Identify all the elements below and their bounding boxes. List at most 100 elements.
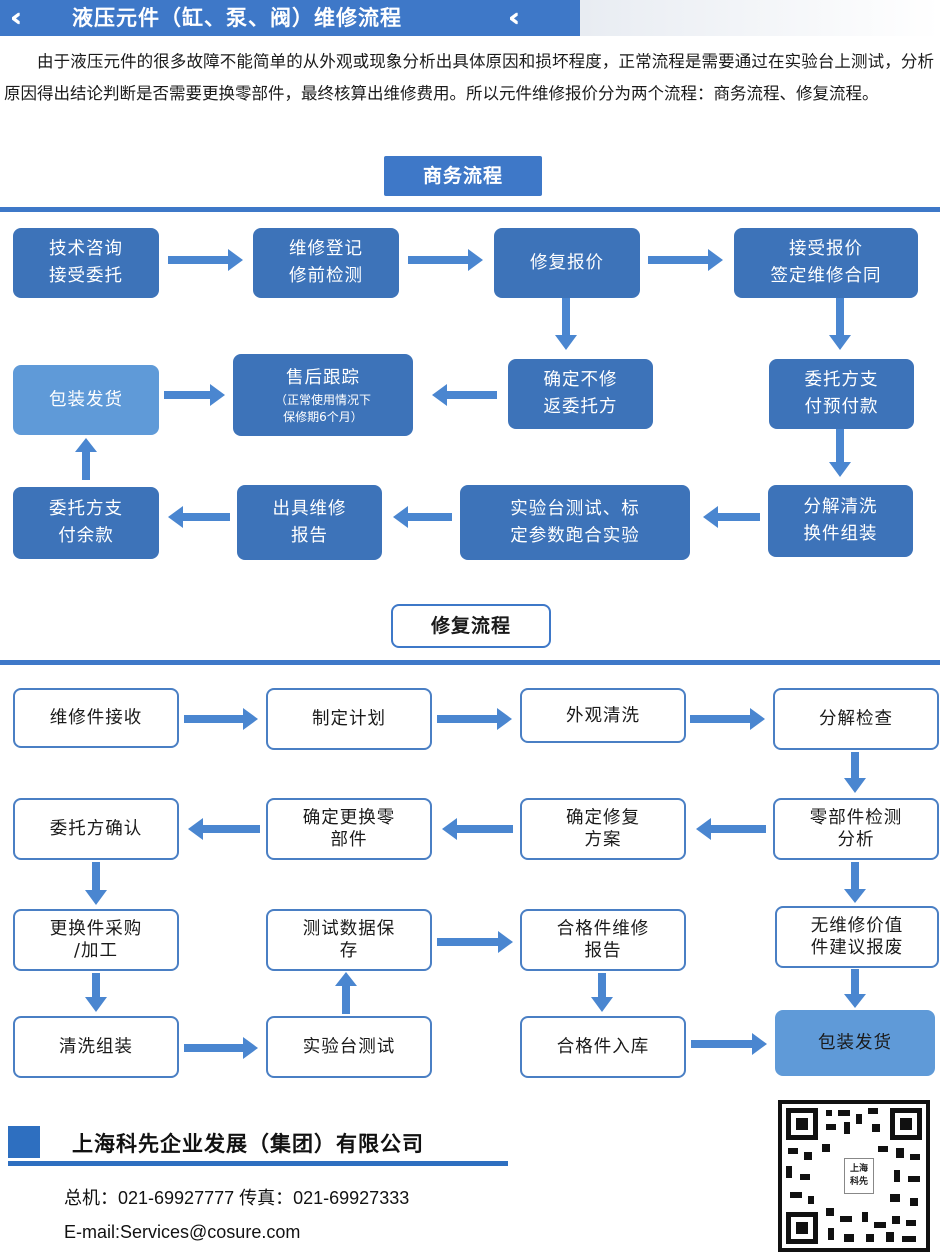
step-disassemble: 分解清洗 换件组装 <box>768 485 913 557</box>
arrow-left-icon <box>168 506 230 528</box>
repair-ship: 包装发货 <box>775 1010 935 1076</box>
repair-scheme: 确定修复 方案 <box>520 798 686 860</box>
arrow-right-icon <box>184 1037 258 1059</box>
step-after-sales: 售后跟踪 （正常使用情况下 保修期6个月） <box>233 354 413 436</box>
step-no-repair: 确定不修 返委托方 <box>508 359 653 429</box>
step-line: 件建议报废 <box>810 938 904 958</box>
step-quote: 修复报价 <box>494 228 640 298</box>
step-line: 分析 <box>837 830 875 850</box>
step-bench-test: 实验台测试、标 定参数跑合实验 <box>460 485 690 560</box>
repair-clean: 外观清洗 <box>520 688 686 743</box>
qr-logo-line: 上海 <box>849 1164 868 1174</box>
arrow-left-icon <box>188 818 260 840</box>
step-line: 付预付款 <box>804 397 879 417</box>
step-line: 确定更换零 <box>302 808 396 828</box>
contact-email[interactable]: E-mail:Services@cosure.com <box>64 1222 301 1242</box>
company-name: 上海科先企业发展（集团）有限公司 <box>72 1132 424 1156</box>
step-line: 修前检测 <box>289 266 363 286</box>
title-banner <box>0 0 580 36</box>
arrow-down-icon <box>829 429 851 477</box>
step-report: 出具维修 报告 <box>237 485 382 560</box>
arrow-down-icon <box>829 298 851 350</box>
step-prepay: 委托方支 付预付款 <box>769 359 914 429</box>
arrow-left-icon <box>703 506 760 528</box>
arrow-right-icon <box>691 1033 767 1055</box>
step-line: 实验台测试、标 <box>510 498 640 519</box>
repair-storage: 合格件入库 <box>520 1016 686 1078</box>
step-line: /加工 <box>74 941 118 961</box>
step-line: 零部件检测 <box>809 808 903 828</box>
arrow-right-icon <box>690 708 765 730</box>
arrow-right-icon <box>437 708 512 730</box>
step-line: 委托方支 <box>804 370 879 390</box>
arrow-left-icon <box>393 506 452 528</box>
step-line: 维修件接收 <box>49 708 143 728</box>
step-line: 出具维修 <box>272 498 347 519</box>
arrow-down-icon <box>85 862 107 905</box>
arrow-down-icon <box>844 862 866 903</box>
arrow-left-icon <box>696 818 766 840</box>
repair-qualified-report: 合格件维修 报告 <box>520 909 686 971</box>
qr-logo: 上海 科先 <box>844 1158 874 1194</box>
step-line: 部件 <box>330 830 368 850</box>
repair-confirm: 委托方确认 <box>13 798 179 860</box>
step-line: 包装发货 <box>818 1033 892 1053</box>
step-line: 换件组装 <box>803 524 878 544</box>
qr-pattern <box>786 1108 922 1244</box>
qr-logo-line: 科先 <box>849 1177 868 1187</box>
step-line: 测试数据保 <box>302 919 396 939</box>
company-mark <box>8 1126 40 1158</box>
arrow-down-icon <box>85 973 107 1012</box>
step-line: 修复报价 <box>530 252 604 273</box>
repair-assemble: 清洗组装 <box>13 1016 179 1078</box>
arrow-right-icon <box>184 708 258 730</box>
step-note: 保修期6个月） <box>283 409 363 424</box>
repair-flow-heading: 修复流程 <box>391 604 551 648</box>
step-consult: 技术咨询 接受委托 <box>13 228 159 298</box>
step-line: 无维修价值 <box>810 916 904 936</box>
step-register: 维修登记 修前检测 <box>253 228 399 298</box>
step-line: 技术咨询 <box>49 239 123 259</box>
arrow-right-icon <box>648 249 723 271</box>
intro-paragraph: 由于液压元件的很多故障不能简单的从外观或现象分析出具体原因和损坏程度，正常流程是… <box>4 52 934 103</box>
arrow-right-icon <box>437 931 513 953</box>
step-line: 方案 <box>584 830 622 850</box>
arrow-left-icon <box>432 384 497 406</box>
step-line: 制定计划 <box>312 709 386 729</box>
step-line: 确定修复 <box>566 808 640 828</box>
arrow-right-icon <box>168 249 243 271</box>
step-accept: 接受报价 签定维修合同 <box>734 228 918 298</box>
step-line: 付余款 <box>58 526 114 546</box>
repair-plan: 制定计划 <box>266 688 432 750</box>
arrow-right-icon <box>408 249 483 271</box>
step-line: 包装发货 <box>49 389 123 410</box>
company-underline <box>8 1161 508 1166</box>
arrow-down-icon <box>591 973 613 1012</box>
step-balance: 委托方支 付余款 <box>13 487 159 559</box>
repair-scrap: 无维修价值 件建议报废 <box>775 906 939 968</box>
banner-fade <box>580 0 940 36</box>
step-line: 维修登记 <box>289 239 363 259</box>
step-line: 报告 <box>584 941 622 961</box>
arrow-up-icon <box>335 972 357 1014</box>
repair-inspect: 分解检查 <box>773 688 939 750</box>
step-line: 委托方确认 <box>49 819 143 839</box>
repair-bench: 实验台测试 <box>266 1016 432 1078</box>
step-line: 定参数跑合实验 <box>510 525 640 546</box>
qr-code <box>778 1100 930 1252</box>
step-line: 报告 <box>291 525 328 546</box>
business-divider <box>0 207 940 212</box>
repair-procure: 更换件采购 /加工 <box>13 909 179 971</box>
step-line: 外观清洗 <box>566 705 640 726</box>
step-line: 清洗组装 <box>59 1037 133 1057</box>
step-note: （正常使用情况下 <box>274 392 371 407</box>
arrow-down-icon <box>555 298 577 350</box>
step-ship: 包装发货 <box>13 365 159 435</box>
arrow-left-icon <box>442 818 513 840</box>
step-line: 返委托方 <box>543 397 618 417</box>
step-line: 委托方支 <box>49 499 123 519</box>
arrow-right-icon <box>164 384 225 406</box>
repair-save-data: 测试数据保 存 <box>266 909 432 971</box>
step-line: 签定维修合同 <box>770 266 882 286</box>
